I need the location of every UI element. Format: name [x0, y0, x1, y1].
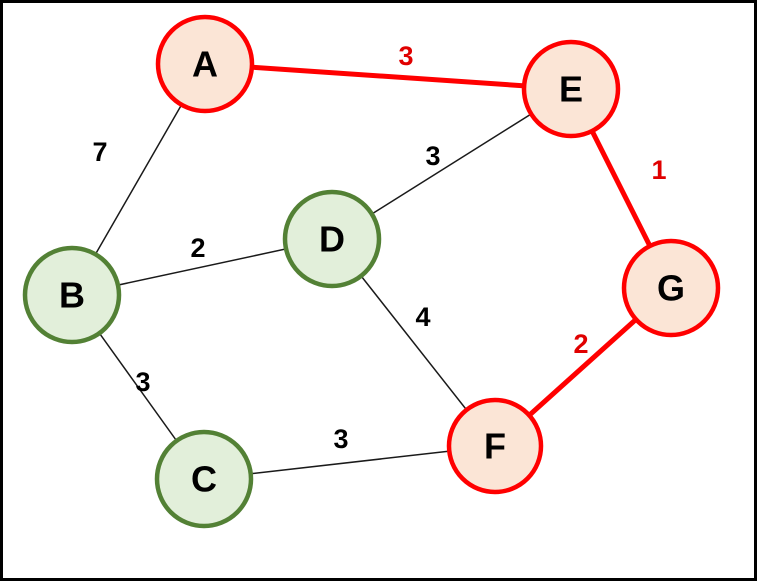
node-d-label: D [319, 219, 345, 260]
edge-weight-f-g: 2 [573, 329, 588, 359]
edge-weight-d-e: 3 [425, 141, 440, 171]
node-g-label: G [657, 268, 685, 309]
node-c-circle [154, 429, 254, 529]
node-e-label: E [559, 69, 583, 110]
node-a-label: A [192, 44, 218, 85]
edge-weight-b-d: 2 [190, 233, 205, 263]
edge-weight-a-b: 7 [92, 137, 107, 167]
node-e-circle [521, 39, 621, 139]
edge-weight-c-f: 3 [333, 424, 348, 454]
edge-weight-b-c: 3 [135, 367, 150, 397]
node-b-label: B [59, 275, 85, 316]
node-d-circle [282, 189, 382, 289]
edge-weight-e-g: 1 [651, 155, 666, 185]
node-g-circle [621, 238, 721, 338]
edge-weight-a-e: 3 [398, 41, 413, 71]
node-b-circle [22, 245, 122, 345]
node-c-label: C [191, 459, 217, 500]
node-a-circle [155, 14, 255, 114]
edge-a-e [202, 61, 574, 92]
edge-weight-d-f: 4 [415, 302, 430, 332]
node-f-circle [446, 397, 544, 495]
node-f-label: F [484, 426, 506, 467]
